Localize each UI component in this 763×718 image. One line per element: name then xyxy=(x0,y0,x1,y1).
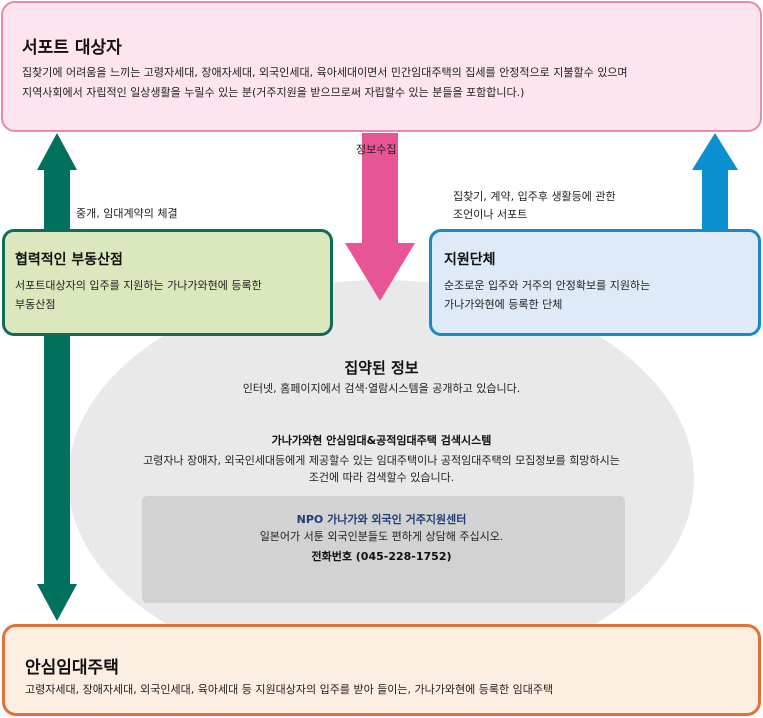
support-target-title: 서포트 대상자 xyxy=(22,38,122,58)
info-collect-label: 정보수집 xyxy=(356,143,397,156)
support-group-desc: 순조로운 입주와 거주의 안정확보를 지원하는 가나가와현에 등록한 단체 xyxy=(444,276,744,314)
support-target-desc-line2: 지역사회에서 자립적인 일상생활을 누릴수 있는 분(거주지원을 받으므로써 자… xyxy=(22,86,525,99)
npo-box xyxy=(142,496,625,603)
brokerage-label: 중개, 임대계약의 체결 xyxy=(76,207,178,220)
support-target-desc: 집찾기에 어려움을 느끼는 고령자세대, 장애자세대, 외국인세대, 육아세대이… xyxy=(22,63,742,103)
info-collect-arrow xyxy=(345,133,415,301)
cooperative-realtor-desc: 서포트대상자의 입주를 지원하는 가나가와현에 등록한 부동산점 xyxy=(15,276,315,314)
support-group-desc-line1: 순조로운 입주와 거주의 안정확보를 지원하는 xyxy=(444,279,651,292)
cooperative-realtor-desc-line2: 부동산점 xyxy=(15,298,56,311)
npo-phone: 전화번호 (045-228-1752) xyxy=(311,550,452,563)
cooperative-realtor-desc-line1: 서포트대상자의 입주를 지원하는 가나가와현에 등록한 xyxy=(15,279,262,292)
cooperative-realtor-box: 협력적인 부동산점 서포트대상자의 입주를 지원하는 가나가와현에 등록한 부동… xyxy=(2,229,333,336)
support-group-box: 지원단체 순조로운 입주와 거주의 안정확보를 지원하는 가나가와현에 등록한 … xyxy=(429,229,761,336)
npo-desc: 일본어가 서툰 외국인분들도 편하게 상담해 주십시오. xyxy=(259,530,504,543)
support-arrow xyxy=(692,133,738,232)
support-label-line2: 조언이나 서포트 xyxy=(453,208,528,221)
support-label-line1: 집찾기, 계약, 입주후 생활등에 관한 xyxy=(453,190,616,203)
support-group-desc-line2: 가나가와현에 등록한 단체 xyxy=(444,298,563,311)
safe-rental-title: 안심임대주택 xyxy=(25,658,119,678)
collected-info-title: 집약된 정보 xyxy=(344,359,419,377)
collected-info-subtitle: 인터넷, 홈페이지에서 검색·열람시스템을 공개하고 있습니다. xyxy=(242,382,521,395)
collected-info-ellipse xyxy=(68,280,694,678)
support-label: 집찾기, 계약, 입주후 생활등에 관한 조언이나 서포트 xyxy=(453,188,616,224)
cooperative-realtor-title: 협력적인 부동산점 xyxy=(15,252,123,268)
search-system-desc-line2: 조건에 따라 검색할수 있습니다. xyxy=(308,471,455,484)
support-group-title: 지원단체 xyxy=(444,252,496,268)
support-target-desc-line1: 집찾기에 어려움을 느끼는 고령자세대, 장애자세대, 외국인세대, 육아세대이… xyxy=(22,66,628,79)
safe-rental-desc: 고령자세대, 장애자세대, 외국인세대, 육아세대 등 지원대상자의 입주를 받… xyxy=(25,683,554,696)
safe-rental-box: 안심임대주택 고령자세대, 장애자세대, 외국인세대, 육아세대 등 지원대상자… xyxy=(2,624,761,716)
search-system-title: 가나가와현 안심임대&공적임대주택 검색시스템 xyxy=(271,434,492,447)
search-system-desc-line1: 고령자나 장애자, 외국인세대등에게 제공할수 있는 임대주택이나 공적임대주택… xyxy=(143,454,620,467)
search-system-desc: 고령자나 장애자, 외국인세대등에게 제공할수 있는 임대주택이나 공적임대주택… xyxy=(0,452,763,486)
npo-title: NPO 가나가와 외국인 거주지원센터 xyxy=(296,513,467,526)
support-target-box: 서포트 대상자 집찾기에 어려움을 느끼는 고령자세대, 장애자세대, 외국인세… xyxy=(1,1,762,132)
